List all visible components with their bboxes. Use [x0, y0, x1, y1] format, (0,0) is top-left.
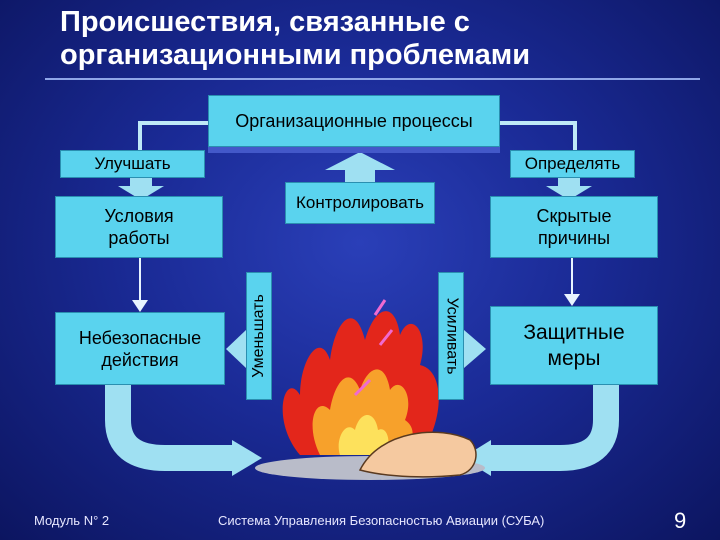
define-box: Определять: [510, 150, 635, 178]
arrow-amplify-right: [464, 330, 486, 368]
arrow-curved-right: [462, 385, 619, 476]
title-line-2: организационными проблемами: [60, 39, 531, 71]
page-number: 9: [674, 508, 687, 533]
connector-process-define: [500, 121, 577, 150]
footer-module: Модуль N° 2: [34, 513, 110, 528]
title-divider: [45, 78, 700, 80]
arrow-curved-left: [105, 385, 262, 476]
work-conditions-line-1: Условия: [104, 206, 174, 226]
title-line-1: Происшествия, связанные с: [60, 6, 470, 38]
arrow-control-up: [325, 152, 395, 182]
work-conditions-line-2: работы: [108, 228, 170, 248]
arrow-reduce-left: [226, 330, 246, 368]
arrow-causes-measures: [564, 255, 580, 306]
unsafe-actions-line-2: действия: [101, 349, 179, 370]
protective-measures-box: Защитные меры: [490, 306, 658, 385]
reduce-box: Уменьшать: [246, 272, 272, 400]
amplify-box: Усиливать: [438, 272, 464, 400]
improve-box: Улучшать: [60, 150, 205, 178]
footer-system: Система Управления Безопасностью Авиации…: [218, 513, 545, 528]
reduce-label: Уменьшать: [250, 294, 267, 378]
arrow-conditions-unsafe: [132, 255, 148, 312]
work-conditions-box: Условия работы: [55, 196, 223, 258]
hidden-causes-line-2: причины: [537, 228, 611, 248]
define-label: Определять: [524, 154, 621, 173]
arrow-improve-down: [118, 178, 164, 200]
organizational-processes-label: Организационные процессы: [235, 110, 473, 131]
improve-label: Улучшать: [94, 154, 171, 173]
control-box: Контролировать: [285, 182, 435, 224]
connector-process-improve: [138, 121, 208, 150]
page-title: Происшествия, связанные с организационны…: [60, 6, 700, 72]
unsafe-actions-box: Небезопасные действия: [55, 312, 225, 385]
control-label: Контролировать: [296, 193, 424, 212]
accident-fire-illustration: [255, 299, 485, 480]
protective-measures-line-1: Защитные: [523, 320, 625, 344]
arrow-define-down: [546, 178, 592, 200]
hidden-causes-box: Скрытые причины: [490, 196, 658, 258]
amplify-label: Усиливать: [443, 297, 460, 375]
hidden-causes-line-1: Скрытые: [536, 206, 612, 226]
protective-measures-line-2: меры: [547, 346, 601, 370]
unsafe-actions-line-1: Небезопасные: [78, 327, 202, 348]
organizational-processes-box: Организационные процессы: [208, 95, 500, 147]
